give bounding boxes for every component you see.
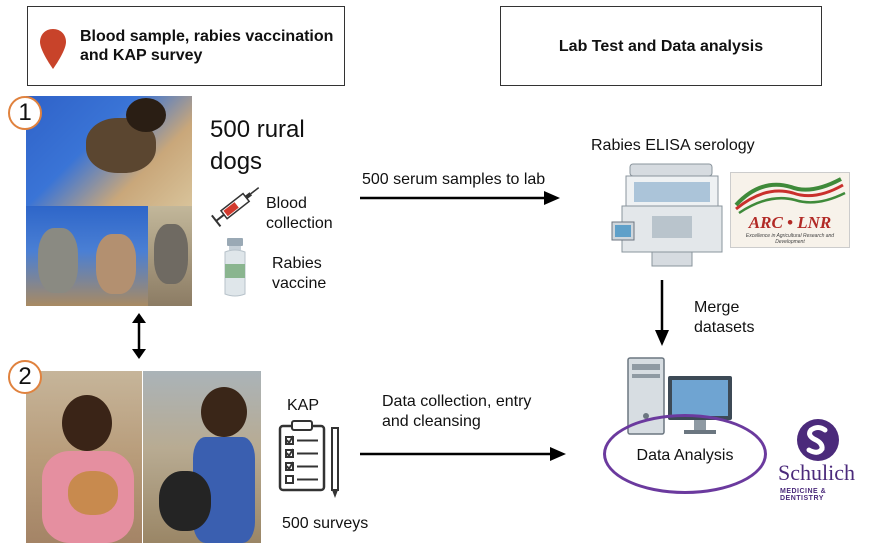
data-analysis-label: Data Analysis [636, 447, 734, 464]
left-header-box: Blood sample, rabies vaccination and KAP… [27, 6, 345, 86]
blood-collection-label: Blood collection [266, 195, 333, 232]
schulich-logo-icon [797, 419, 839, 461]
dog-group-photo-left [26, 206, 148, 306]
schulich-subtitle: MEDICINE & DENTISTRY [780, 488, 827, 502]
serology-label: Rabies ELISA serology [591, 137, 755, 154]
double-arrow-icon [132, 313, 146, 359]
right-header-title: Lab Test and Data analysis [558, 37, 764, 55]
location-pin-icon [40, 29, 66, 69]
merge-label: Merge datasets [694, 299, 755, 336]
elisa-analyzer-icon [611, 163, 723, 267]
step-1-number: 1 [8, 96, 42, 130]
kap-label: KAP [287, 397, 320, 414]
child-with-puppy-photo [26, 371, 142, 543]
dog-group-photo-right [148, 206, 192, 306]
computer-icon [627, 357, 732, 435]
schulich-name: Schulich [778, 460, 855, 485]
dog-handling-photo [26, 96, 192, 206]
arc-lnr-logo-text: ARC • LNR [748, 213, 832, 232]
serum-arrow-icon [360, 191, 560, 205]
data-collection-arrow-icon [360, 447, 566, 461]
clipboard-checklist-icon [278, 420, 339, 498]
right-header-box: Lab Test and Data analysis [500, 6, 822, 86]
data-analysis-ellipse [603, 414, 767, 494]
vaccine-vial-icon [224, 238, 246, 297]
data-collection-arrow-label: Data collection, entry and cleansing [382, 393, 532, 430]
rabies-vaccine-label: Rabies vaccine [272, 255, 327, 292]
dogs-label: 500 rural dogs [210, 116, 305, 175]
arc-lnr-logo: ARC • LNR Excellence in Agricultural Res… [730, 172, 850, 248]
syringe-icon [211, 187, 260, 227]
arc-lnr-logo-subtext: Excellence in Agricultural Research and … [745, 233, 835, 245]
serum-arrow-label: 500 serum samples to lab [362, 171, 546, 188]
man-with-dog-photo [143, 371, 261, 543]
step-2-number: 2 [8, 360, 42, 394]
surveys-label: 500 surveys [282, 515, 369, 532]
left-header-title: Blood sample, rabies vaccination and KAP… [80, 28, 334, 64]
merge-arrow-icon [655, 280, 669, 346]
